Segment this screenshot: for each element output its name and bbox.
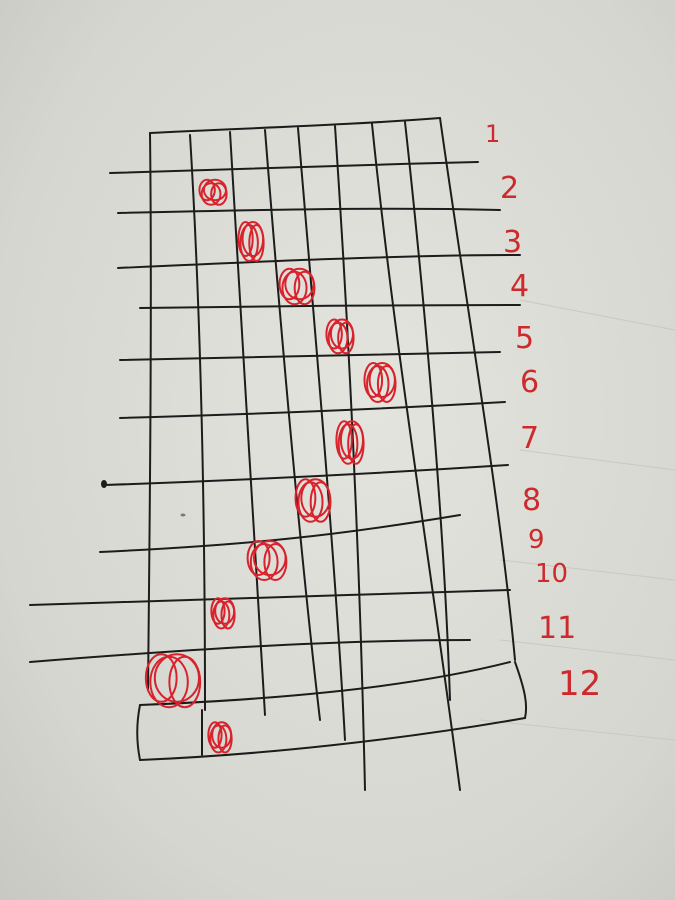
red-scribble-loop (294, 478, 317, 518)
red-scribble-loop (278, 267, 301, 301)
red-scribble-loop (249, 543, 279, 581)
red-scribble-loop (217, 724, 233, 754)
row-number-10: 10 (535, 559, 568, 589)
row-number-8: 8 (522, 483, 541, 518)
red-scribble-loop (363, 362, 384, 398)
red-scribble-loop (325, 318, 343, 350)
row-number-7: 7 (520, 421, 539, 456)
red-scribble-loop (347, 423, 365, 465)
row-number-4: 4 (510, 269, 529, 304)
paper-faint-lines (479, 299, 675, 741)
row-number-12: 12 (558, 664, 601, 704)
red-scribble-loop (237, 221, 254, 257)
ink-dots (101, 480, 186, 517)
row-number-9: 9 (528, 525, 545, 555)
red-scribble-loop (263, 543, 288, 581)
row-number-11: 11 (538, 611, 576, 646)
red-scribble-loop (149, 655, 189, 709)
row-number-2: 2 (500, 171, 519, 206)
red-scribble-loop (293, 270, 316, 306)
red-scribble-loop (210, 597, 226, 625)
red-scribble-loop (198, 178, 216, 202)
row-number-3: 3 (503, 225, 522, 260)
fretboard-grid (29, 117, 528, 791)
row-numbers: 1 2 3 4 5 6 7 8 9 10 11 12 (485, 120, 601, 704)
row-number-1: 1 (485, 120, 500, 148)
red-scribble-loop (212, 600, 231, 630)
red-scribble-loop (209, 724, 228, 754)
red-scribble-loop (281, 270, 308, 306)
red-scribble-loop (168, 655, 202, 709)
row-number-5: 5 (515, 321, 534, 356)
row-number-6: 6 (520, 365, 539, 400)
red-scribble-loop (327, 321, 349, 355)
red-scribble-loop (210, 182, 228, 206)
red-scribble-loop (297, 481, 324, 523)
red-scribble-loop (239, 224, 259, 262)
red-scribble-loop (309, 481, 332, 523)
red-scribble-loop (337, 321, 355, 355)
red-fret-marks (144, 178, 397, 754)
red-scribble-loop (248, 224, 265, 262)
red-scribble-loop (335, 420, 353, 460)
red-scribble-loop (207, 721, 223, 749)
red-scribble-loop (144, 653, 178, 703)
red-scribble-loop (246, 540, 271, 576)
red-scribble-loop (366, 365, 390, 403)
red-scribble-loop (376, 365, 397, 403)
red-scribble-loop (220, 600, 236, 630)
red-scribble-loop (200, 182, 222, 206)
red-scribble-loop (337, 423, 359, 465)
